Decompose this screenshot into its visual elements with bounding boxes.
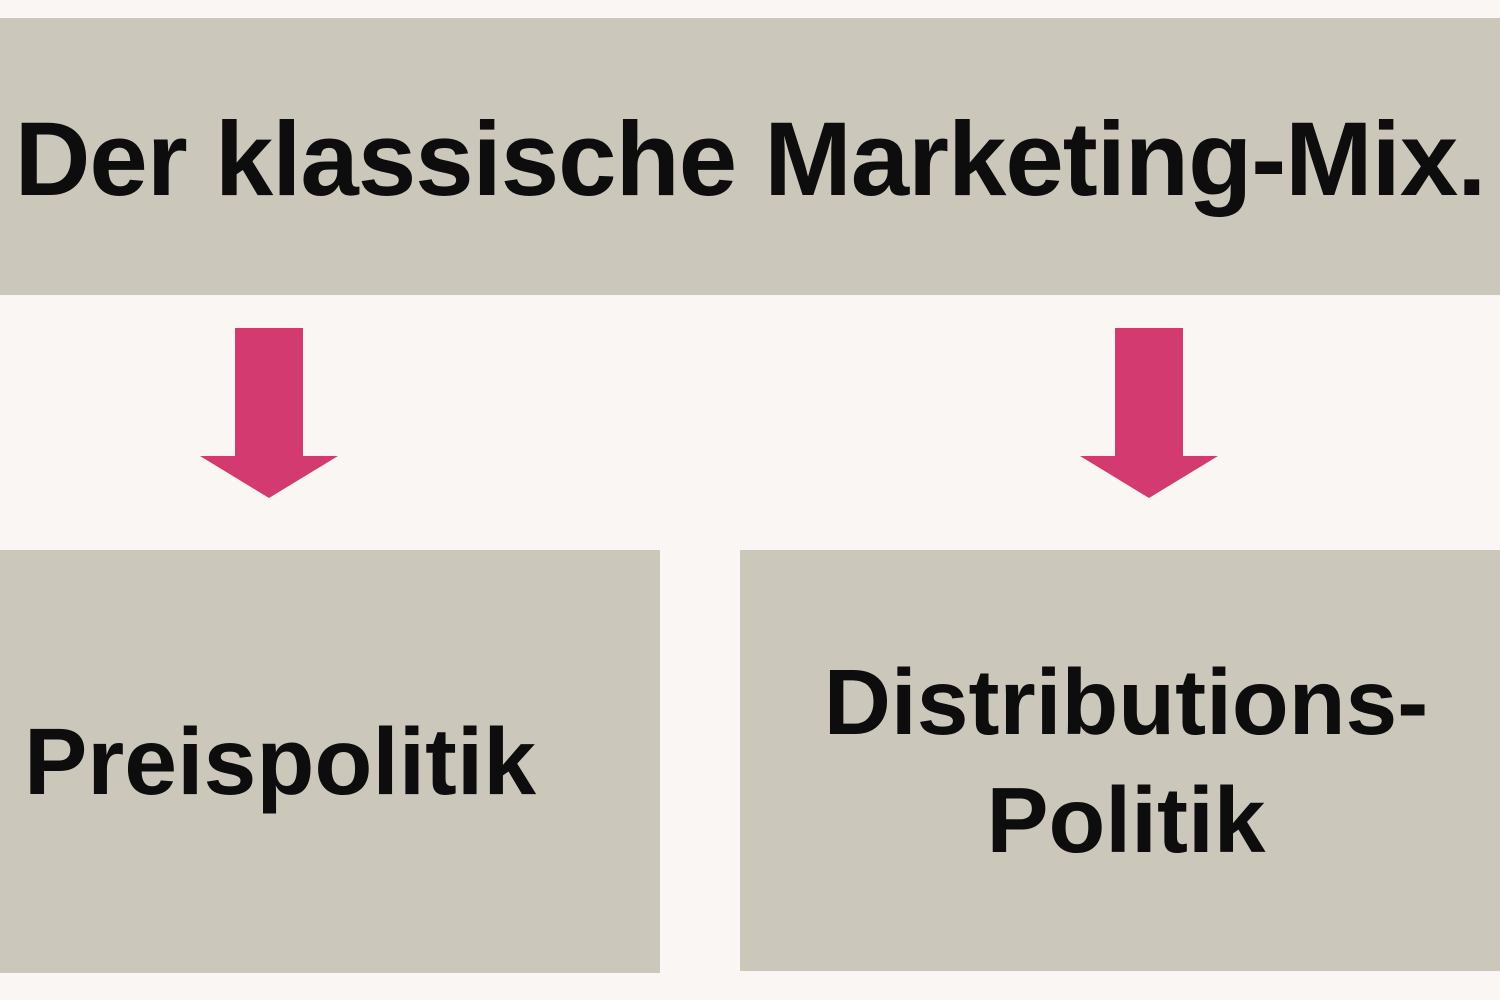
box-distributions-politik-label: Distributions- Politik [824,643,1428,879]
down-arrow-icon [200,328,338,498]
title-bar: Der klassische Marketing-Mix. [0,18,1500,295]
box-distributions-politik: Distributions- Politik [740,550,1500,971]
box-preispolitik-label: Preispolitik [23,708,537,815]
label-line-1: Distributions- [823,649,1429,754]
slide-title: Der klassische Marketing-Mix. [14,101,1487,218]
label-line-2: Politik [986,767,1266,872]
down-arrow-icon [1080,328,1218,498]
box-preispolitik: Preispolitik [0,550,660,973]
